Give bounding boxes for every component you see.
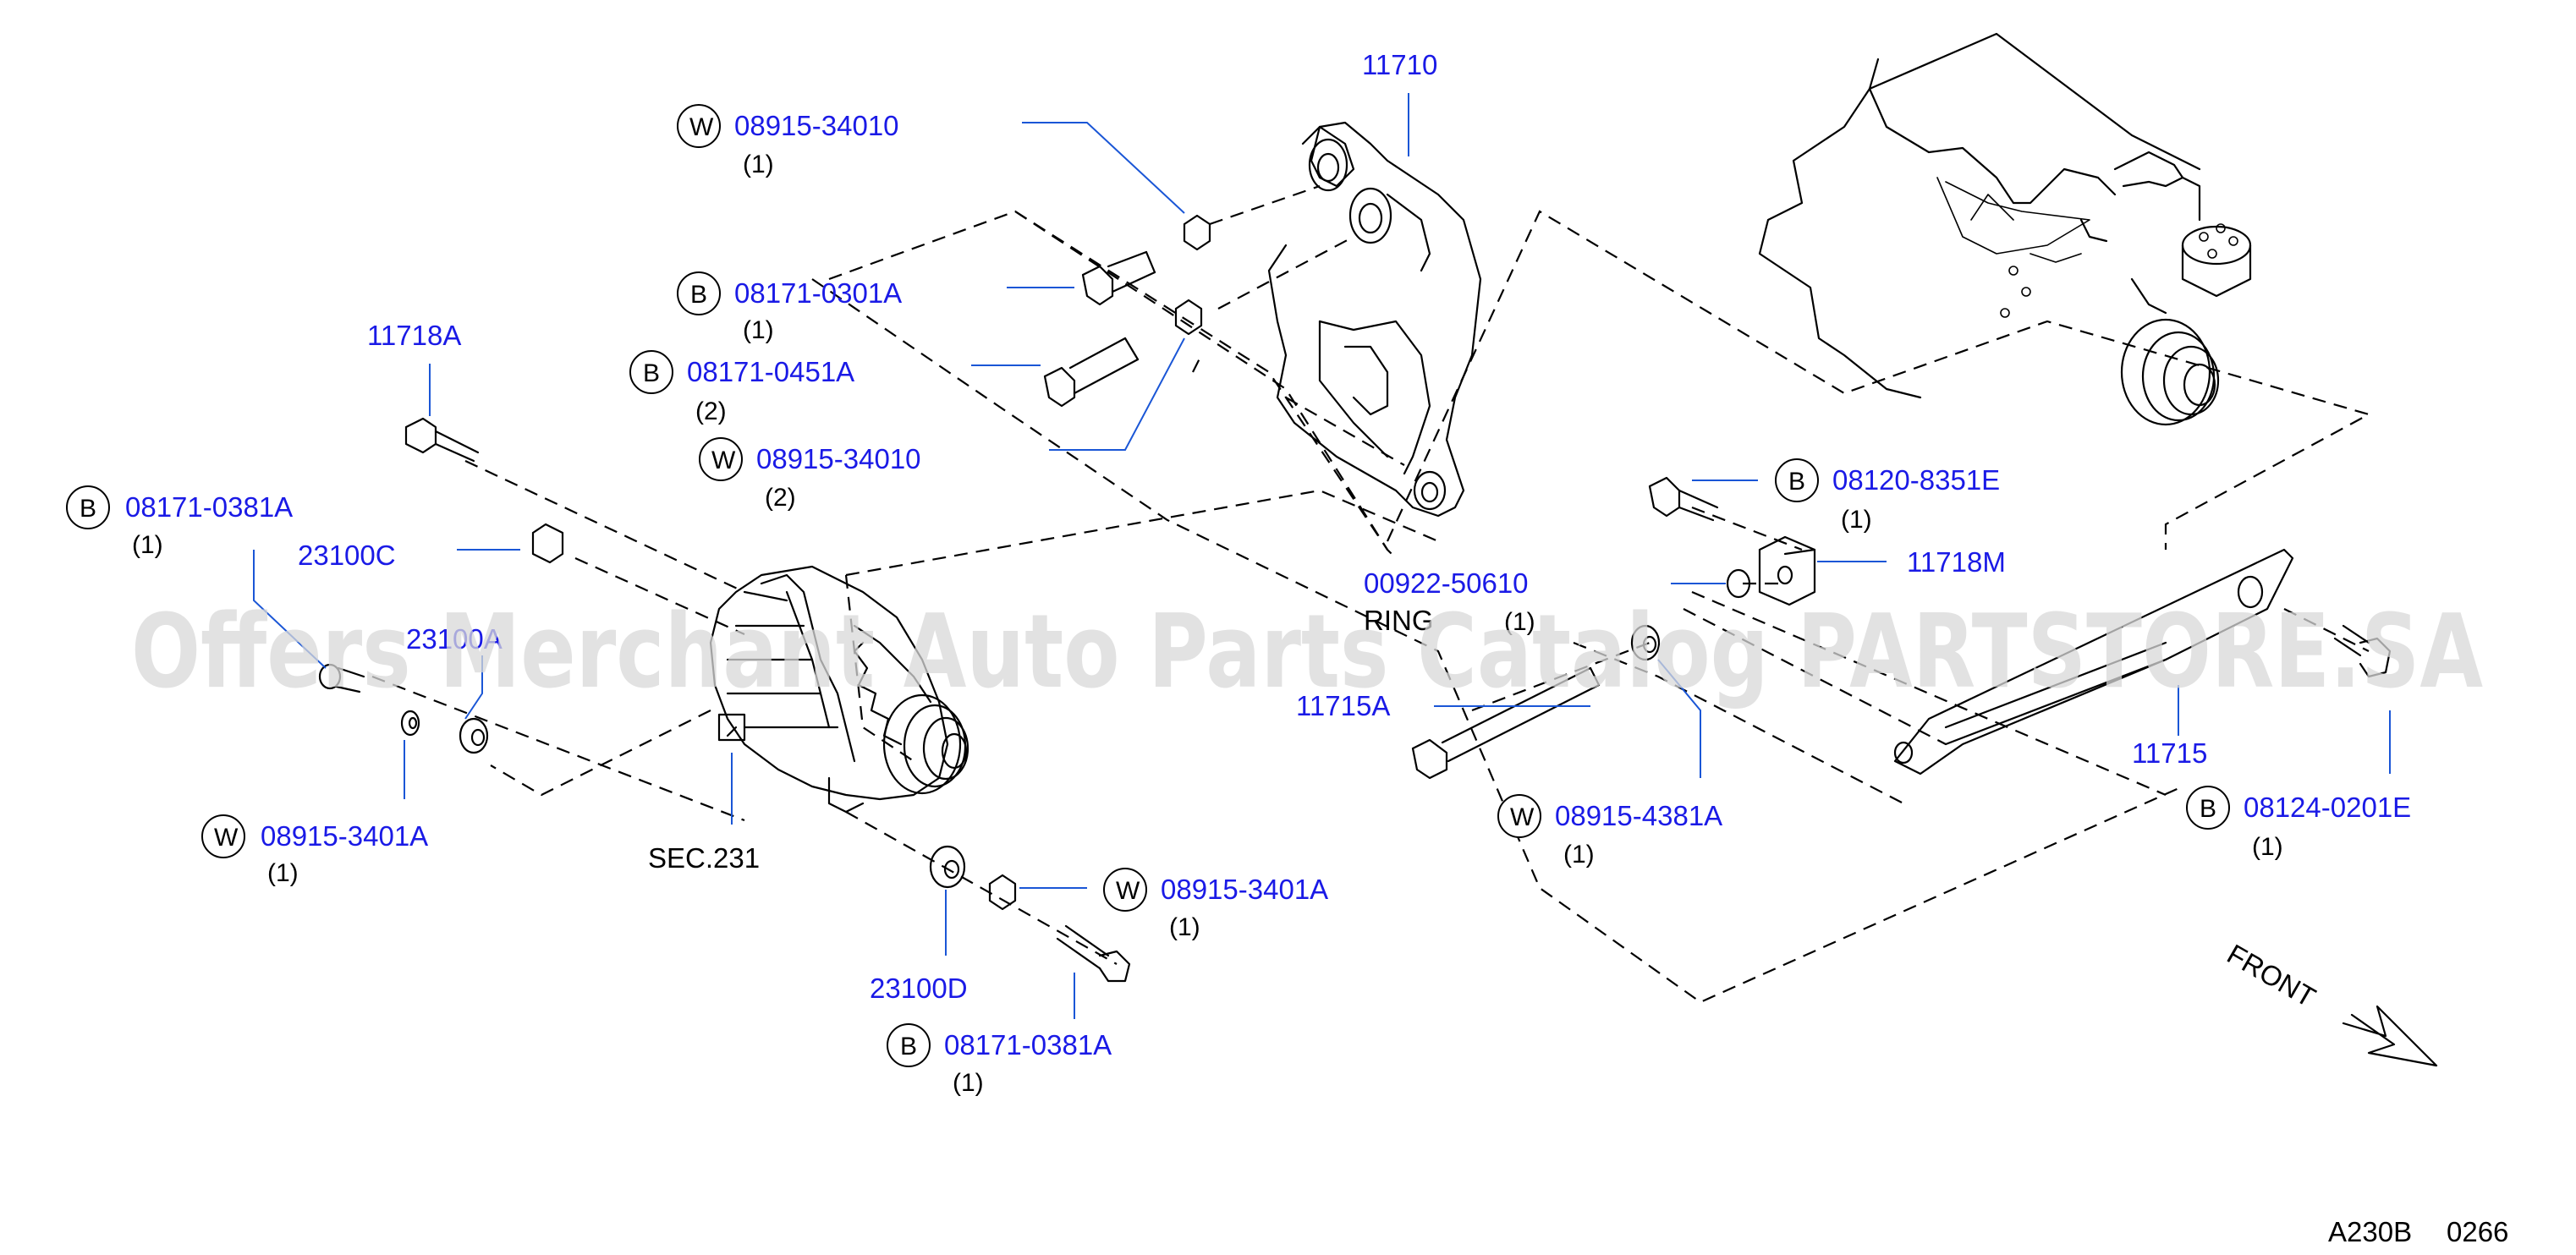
callout-23100A[interactable]: 23100A: [406, 623, 503, 655]
part-number[interactable]: 08120-8351E: [1832, 464, 2000, 496]
callout-11715A[interactable]: 11715A: [1296, 690, 1390, 721]
part-quantity: (1): [953, 1069, 984, 1097]
front-label: FRONT: [2222, 938, 2321, 1013]
callout-11710[interactable]: 11710: [1362, 49, 1437, 80]
bolt-symbol-icon: [66, 485, 110, 529]
fasteners: [318, 214, 2392, 983]
part-quantity: (1): [267, 859, 299, 887]
leader-lines: [253, 93, 2391, 1019]
part-number[interactable]: 11718M: [1907, 546, 2006, 578]
callout-washer-08915-3401A-right[interactable]: W 08915-3401A (1): [1103, 868, 1328, 941]
part-number[interactable]: 08171-0301A: [734, 277, 902, 309]
part-quantity: (1): [1563, 841, 1595, 869]
alternator-bracket: [1267, 121, 1482, 518]
callout-prefix: B: [1788, 468, 1805, 496]
watermark: Offers Merchant Auto Parts Catalog PARTS…: [131, 594, 2483, 711]
part-number[interactable]: 11718A: [367, 320, 461, 351]
callout-prefix: B: [643, 359, 660, 387]
bolt-symbol-icon: [677, 271, 721, 315]
callout-bolt-08120-8351E[interactable]: B 08120-8351E (1): [1775, 458, 2000, 534]
callout-prefix: W: [1116, 877, 1140, 905]
washer-symbol-icon: [699, 437, 743, 481]
callout-11718M[interactable]: 11718M: [1907, 546, 2006, 578]
callout-prefix: W: [689, 113, 714, 141]
part-number[interactable]: 08915-4381A: [1555, 800, 1722, 831]
part-number[interactable]: 11715A: [1296, 690, 1390, 721]
washer-symbol-icon: [1497, 794, 1541, 838]
part-quantity: (1): [1169, 913, 1200, 941]
diagram-number: 0266: [2447, 1216, 2508, 1247]
part-quantity: (1): [2252, 833, 2283, 861]
callout-prefix: B: [690, 281, 707, 309]
callout-washer-08915-4381A[interactable]: W 08915-4381A (1): [1497, 794, 1722, 869]
callout-prefix: W: [214, 824, 239, 852]
part-quantity: (1): [132, 531, 163, 559]
washer-symbol-icon: [1103, 868, 1147, 912]
part-quantity: (2): [765, 484, 796, 512]
bolt-symbol-icon: [887, 1023, 931, 1067]
diagram-code: A230B: [2328, 1216, 2412, 1247]
part-quantity: (1): [743, 316, 774, 344]
section-reference-link[interactable]: SEC.231: [648, 842, 760, 874]
part-number[interactable]: 00922-50610: [1364, 567, 1529, 599]
part-number[interactable]: 11715: [2132, 737, 2207, 769]
part-number[interactable]: 08171-0451A: [687, 356, 854, 387]
callout-23100C[interactable]: 23100C: [298, 540, 396, 571]
callout-bolt-08171-0381A-bottom[interactable]: B 08171-0381A (1): [887, 1023, 1112, 1097]
part-number[interactable]: 11710: [1362, 49, 1437, 80]
callout-bolt-08171-0451A[interactable]: B 08171-0451A (2): [629, 350, 854, 425]
callout-prefix: W: [1510, 803, 1535, 831]
part-number[interactable]: 08915-34010: [734, 110, 899, 141]
adjusting-bar: [1893, 548, 2294, 775]
callout-washer-08915-34010-top[interactable]: W 08915-34010 (1): [677, 104, 899, 178]
part-number[interactable]: 08171-0381A: [125, 491, 293, 523]
part-number[interactable]: 08915-34010: [756, 443, 921, 474]
washer-symbol-icon: [677, 104, 721, 148]
callout-bolt-08171-0301A[interactable]: B 08171-0301A (1): [677, 271, 902, 344]
engine-block-outline: [1758, 32, 2252, 426]
bolt-symbol-icon: [1775, 458, 1819, 502]
front-arrow: [2342, 1005, 2438, 1067]
callout-00922-50610[interactable]: 00922-50610 RING (1): [1364, 567, 1535, 636]
callout-bolt-08171-0381A-left[interactable]: B 08171-0381A (1): [66, 485, 293, 559]
part-number[interactable]: 08915-3401A: [261, 820, 428, 852]
part-number[interactable]: 08915-3401A: [1161, 874, 1328, 905]
part-number[interactable]: 23100D: [870, 973, 968, 1004]
part-quantity: (1): [1841, 506, 1872, 534]
callout-prefix: B: [80, 495, 96, 523]
part-number[interactable]: 23100C: [298, 540, 396, 571]
ring-label: RING: [1364, 605, 1434, 636]
bolt-symbol-icon: [2186, 786, 2230, 830]
callout-prefix: B: [2200, 795, 2216, 823]
callout-11718A[interactable]: 11718A: [367, 320, 461, 351]
callout-bolt-08124-0201E[interactable]: B 08124-0201E (1): [2186, 786, 2411, 861]
part-quantity: (1): [1504, 608, 1535, 636]
callout-prefix: B: [900, 1033, 917, 1060]
callout-washer-08915-34010-lower[interactable]: W 08915-34010 (2): [699, 437, 921, 512]
callout-washer-08915-3401A-left[interactable]: W 08915-3401A (1): [201, 814, 428, 887]
part-quantity: (2): [695, 397, 727, 425]
alternator: [709, 565, 969, 814]
part-number[interactable]: 08124-0201E: [2244, 792, 2411, 823]
part-quantity: (1): [743, 151, 774, 178]
callout-23100D[interactable]: 23100D: [870, 973, 968, 1004]
callout-prefix: W: [711, 447, 736, 474]
part-number[interactable]: 08171-0381A: [944, 1029, 1112, 1060]
callout-11715[interactable]: 11715: [2132, 737, 2207, 769]
washer-symbol-icon: [201, 814, 245, 858]
part-number[interactable]: 23100A: [406, 623, 503, 655]
bolt-symbol-icon: [629, 350, 673, 394]
